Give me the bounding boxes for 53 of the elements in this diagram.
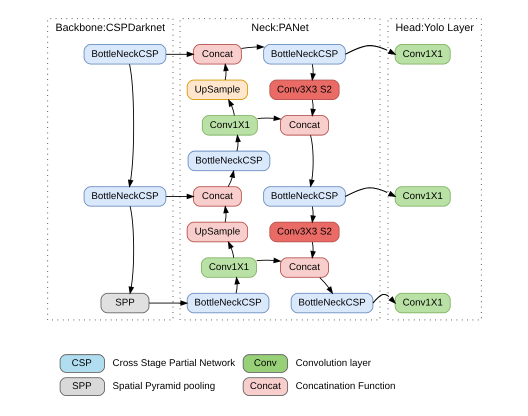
arrow bbox=[344, 187, 396, 198]
node-box: BottleNeckCSP bbox=[187, 150, 270, 172]
node-box: Concat bbox=[192, 44, 242, 64]
arrow bbox=[256, 258, 282, 264]
node-box: BottleNeckCSP bbox=[290, 292, 373, 314]
legend-label: Concatination Function bbox=[295, 381, 395, 392]
legend-label: Spatial Pyramid pooling bbox=[112, 381, 215, 392]
node-box: UpSample bbox=[186, 80, 248, 100]
node-box: BottleNeckCSP bbox=[186, 292, 269, 314]
node-box: Concat bbox=[280, 257, 328, 278]
label: Concat bbox=[249, 381, 280, 392]
arrow bbox=[227, 240, 234, 258]
node-box: Conv1X1 bbox=[394, 292, 450, 314]
node-box: Concat bbox=[192, 186, 242, 207]
node-box: BottleNeckCSP bbox=[83, 186, 166, 207]
label: Conv bbox=[253, 358, 276, 370]
arrow bbox=[222, 205, 228, 223]
node-box: Conv3X3 S2 bbox=[268, 80, 340, 100]
arrow bbox=[308, 134, 314, 188]
arrow bbox=[127, 64, 134, 188]
arrow bbox=[234, 276, 240, 294]
node-box: Conv1X1 bbox=[201, 115, 258, 136]
arrow bbox=[165, 51, 194, 58]
arrow bbox=[128, 206, 134, 295]
arrow bbox=[310, 99, 316, 117]
arrow bbox=[240, 44, 264, 50]
node-box: Conv3X3 S2 bbox=[268, 222, 340, 242]
label: SPP bbox=[72, 381, 92, 392]
node-box: BottleNeckCSP bbox=[83, 44, 166, 64]
node-box: Conv1X1 bbox=[394, 44, 450, 64]
label: CSP bbox=[71, 358, 92, 370]
arrow bbox=[222, 63, 228, 80]
arrow bbox=[148, 300, 188, 306]
arrow bbox=[344, 45, 396, 55]
node-box: Conv1X1 bbox=[200, 257, 256, 278]
arrow bbox=[318, 277, 333, 294]
arrow bbox=[165, 194, 194, 200]
node-box: BottleNeckCSP bbox=[262, 44, 346, 64]
arrow bbox=[310, 206, 316, 224]
arrow bbox=[256, 115, 282, 122]
node-box: UpSample bbox=[186, 222, 248, 242]
arrow bbox=[310, 242, 316, 259]
node-box: Conv1X1 bbox=[394, 186, 450, 207]
legend-label: Convolution layer bbox=[295, 358, 371, 370]
legend-label: Cross Stage Partial Network bbox=[112, 358, 235, 370]
arrow bbox=[228, 98, 234, 116]
arrow bbox=[372, 294, 396, 304]
node-box: SPP bbox=[100, 292, 149, 314]
node-box: BottleNeckCSP bbox=[262, 186, 346, 207]
arrow bbox=[310, 64, 316, 82]
arrow bbox=[227, 170, 234, 188]
node-box: Concat bbox=[280, 115, 328, 136]
arrow bbox=[234, 134, 240, 152]
